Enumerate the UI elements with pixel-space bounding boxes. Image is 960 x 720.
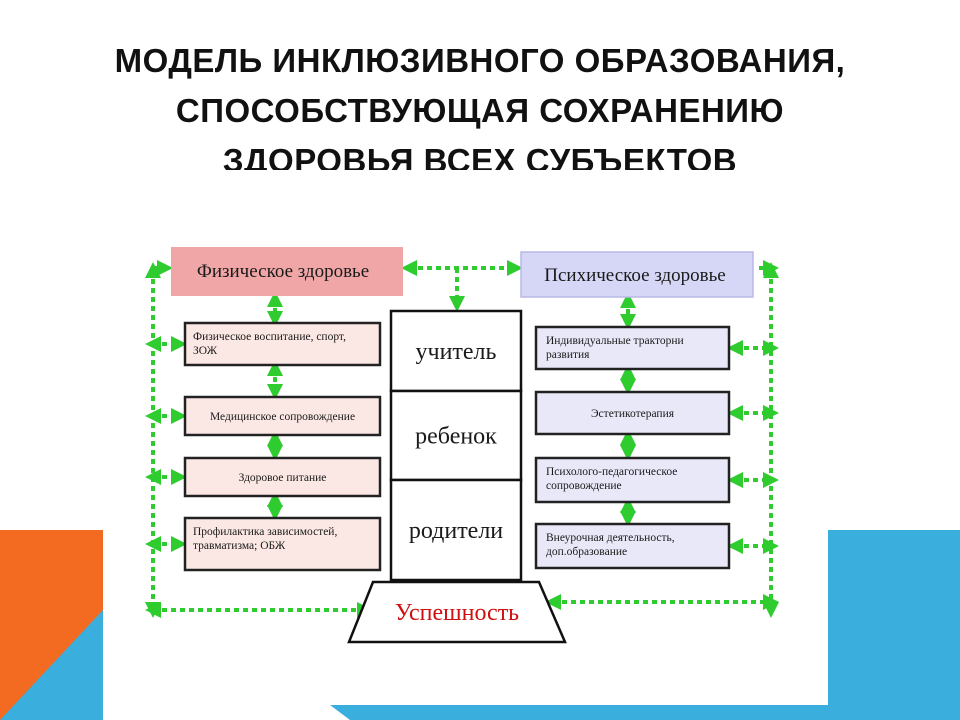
physical-item-frame [183,321,382,367]
psych-item-frame [534,390,731,436]
success-base: Успешность [347,580,567,644]
psych-item-frame [534,456,731,504]
physical-item-frame [183,456,382,498]
physical-item-text: Здоровое питание [239,472,327,484]
success-trapezoid [347,580,567,644]
inclusive-education-model-diagram: Физическое здоровье Психическое здоровьеФ… [145,247,779,644]
physical-item-text: травматизма; ОБЖ [193,540,286,552]
psych-item-text: Внеурочная деятельность, [546,532,675,544]
physical-item-box: Здоровое питание [183,456,382,498]
center-role-label: учитель [416,339,497,365]
blue-bottom-stripe [330,705,828,720]
center-role-frame [389,389,523,482]
physical-item-box: Профилактика зависимостей, травматизма; О… [183,516,382,572]
psych-item-box: Внеурочная деятельность, доп.образование [534,522,731,570]
center-role-frame [389,478,523,582]
psych-item-text: доп.образование [546,546,627,558]
psych-header-label: Психическое здоровье [544,265,725,286]
physical-item-text: Медицинское сопровождение [210,411,355,423]
psych-item-box: Эстетикотерапия [534,390,731,436]
center-role-box: учитель [389,309,523,393]
title-line: МОДЕЛЬ ИНКЛЮЗИВНОГО ОБРАЗОВАНИЯ, [114,42,846,79]
box-layer: Физическое здоровье Психическое здоровьеФ… [171,247,754,644]
physical-item-frame [183,516,382,572]
title-line: СПОСОБСТВУЮЩАЯ СОХРАНЕНИЮ [175,92,785,129]
center-role-label: родители [409,518,503,544]
slide-title: МОДЕЛЬ ИНКЛЮЗИВНОГО ОБРАЗОВАНИЯ, СПОСОБС… [40,36,920,186]
success-label: Успешность [395,600,519,626]
psychological-health-header: Психическое здоровье [520,251,754,298]
physical-item-text: Физическое воспитание, спорт, [193,331,346,343]
center-role-label: ребенок [415,424,497,450]
blue-right-block [828,530,960,720]
psych-header-box [520,251,754,298]
psych-item-box: Психолого-педагогическое сопровождение [534,456,731,504]
psych-item-text: развития [546,349,590,361]
psych-item-text: Психолого-педагогическое [546,466,677,478]
psych-item-text: сопровождение [546,480,622,492]
physical-health-header: Физическое здоровье [171,247,403,296]
psych-item-text: Эстетикотерапия [591,408,675,420]
psych-item-frame [534,522,731,570]
physical-item-text: Профилактика зависимостей, [193,526,337,538]
center-role-box: родители [389,478,523,582]
physical-item-box: Физическое воспитание, спорт, ЗОЖ [183,321,382,367]
physical-header-label: Физическое здоровье [197,261,369,282]
connector-layer [145,260,779,618]
center-role-box: ребенок [389,389,523,482]
physical-header-box [171,247,403,296]
psych-item-frame [534,325,731,371]
physical-item-text: ЗОЖ [193,345,218,357]
psych-item-box: Индивидуальные тракторни развития [534,325,731,371]
blue-left-stripe [0,610,103,720]
psych-item-text: Индивидуальные тракторни [546,335,684,347]
physical-item-box: Медицинское сопровождение [183,395,382,437]
physical-item-frame [183,395,382,437]
